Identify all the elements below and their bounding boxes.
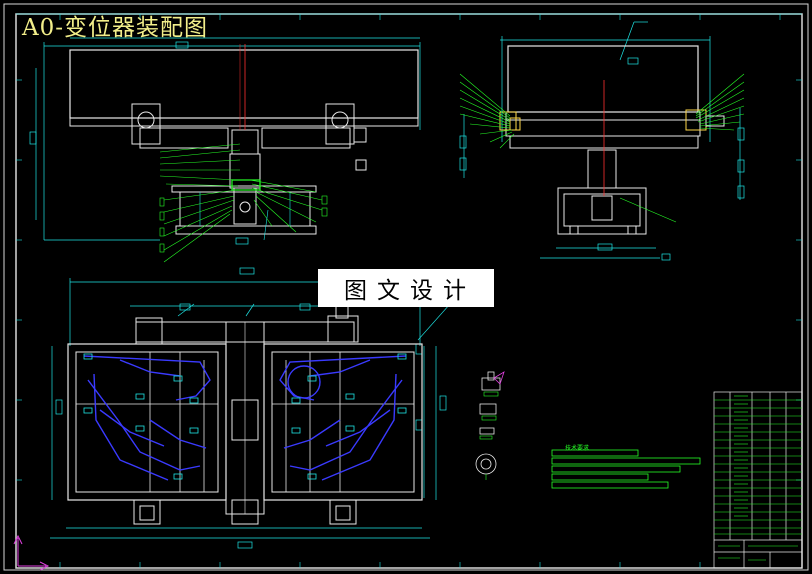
watermark-label: 图文设计 <box>318 269 494 307</box>
ucs-axis-icon <box>13 534 50 571</box>
drawing-title: A0-变位器装配图 <box>22 15 209 41</box>
plan-view[interactable] <box>50 267 466 549</box>
technical-requirements <box>551 449 701 489</box>
parts-list-rows <box>714 395 802 561</box>
frame-zone-ticks <box>16 13 802 568</box>
detail-parts[interactable] <box>475 371 505 480</box>
outer-border <box>3 3 809 571</box>
title-block[interactable] <box>713 391 803 569</box>
front-view[interactable] <box>29 37 421 263</box>
technical-requirements-heading: 技术要求 <box>565 445 590 452</box>
side-view[interactable] <box>459 21 745 261</box>
